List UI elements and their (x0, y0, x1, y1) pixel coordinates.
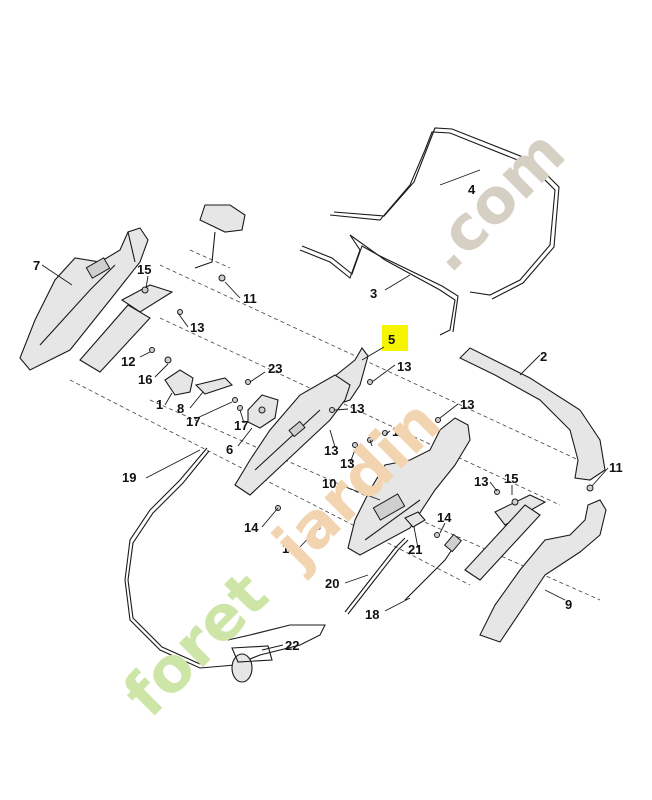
callout-14[interactable]: 14 (437, 510, 452, 525)
watermark-foret: foret (109, 557, 282, 730)
callout-13[interactable]: 13 (397, 359, 411, 374)
callout-6[interactable]: 6 (226, 442, 233, 457)
part-22-clamp[interactable] (231, 645, 273, 683)
part-8-lever[interactable] (194, 377, 234, 395)
callout-18[interactable]: 18 (365, 607, 379, 622)
watermark: foret jardin .com (109, 116, 579, 731)
part-18-cable[interactable] (404, 533, 463, 601)
callout-13[interactable]: 13 (190, 320, 204, 335)
part-2-right-handle[interactable] (459, 347, 606, 481)
left-lower-strip (79, 304, 151, 373)
callout-20[interactable]: 20 (325, 576, 339, 591)
part-6-switch-block[interactable] (247, 394, 279, 429)
callout-15[interactable]: 15 (504, 471, 518, 486)
part-6-center-console[interactable] (234, 374, 351, 496)
callout-1[interactable]: 1 (156, 397, 163, 412)
part-4-wire-handle[interactable] (329, 127, 560, 300)
callout-11[interactable]: 11 (243, 291, 257, 306)
callout-3[interactable]: 3 (370, 286, 377, 301)
callout-10[interactable]: 10 (322, 476, 336, 491)
callout-15[interactable]: 15 (137, 262, 151, 277)
callout-17-a[interactable]: 17 (186, 414, 200, 429)
leader-lines (41, 169, 609, 651)
callout-14[interactable]: 14 (282, 541, 297, 556)
part-3-wire-bail[interactable] (299, 234, 459, 336)
callout-13[interactable]: 13 (460, 397, 474, 412)
part-21-clip[interactable] (404, 511, 426, 528)
callout-5[interactable]: 5 (388, 332, 395, 347)
callout-12[interactable]: 12 (121, 354, 135, 369)
callout-13[interactable]: 13 (324, 443, 338, 458)
part-19-bowden-cable[interactable] (124, 447, 326, 669)
callout-23[interactable]: 23 (268, 361, 282, 376)
part-20-cable[interactable] (344, 537, 409, 615)
callout-9[interactable]: 9 (565, 597, 572, 612)
part-9-lower-handle[interactable] (479, 499, 607, 643)
callout-16[interactable]: 16 (138, 372, 152, 387)
callout-11[interactable]: 11 (609, 460, 623, 475)
right-lower-strip (464, 504, 541, 581)
callout-4[interactable]: 4 (468, 182, 476, 197)
callout-22[interactable]: 22 (285, 638, 299, 653)
part-10-right-panel[interactable] (347, 417, 471, 556)
part-1-knob[interactable] (164, 369, 194, 396)
callout-13[interactable]: 13 (340, 456, 354, 471)
callout-13[interactable]: 13 (350, 401, 364, 416)
callout-19[interactable]: 19 (122, 470, 136, 485)
callout-14[interactable]: 14 (244, 520, 259, 535)
part-11-upper-bracket[interactable] (194, 204, 246, 282)
callout-21[interactable]: 21 (408, 542, 422, 557)
callout-labels: 7 15 11 13 12 16 1 8 17 17 23 6 4 3 2 5 … (33, 182, 623, 653)
callout-2[interactable]: 2 (540, 349, 547, 364)
highlight-box (382, 325, 408, 351)
callout-17-b[interactable]: 17 (234, 418, 248, 433)
callout-8[interactable]: 8 (177, 401, 184, 416)
callout-13[interactable]: 13 (392, 424, 406, 439)
callout-7[interactable]: 7 (33, 258, 40, 273)
callout-13[interactable]: 13 (474, 474, 488, 489)
